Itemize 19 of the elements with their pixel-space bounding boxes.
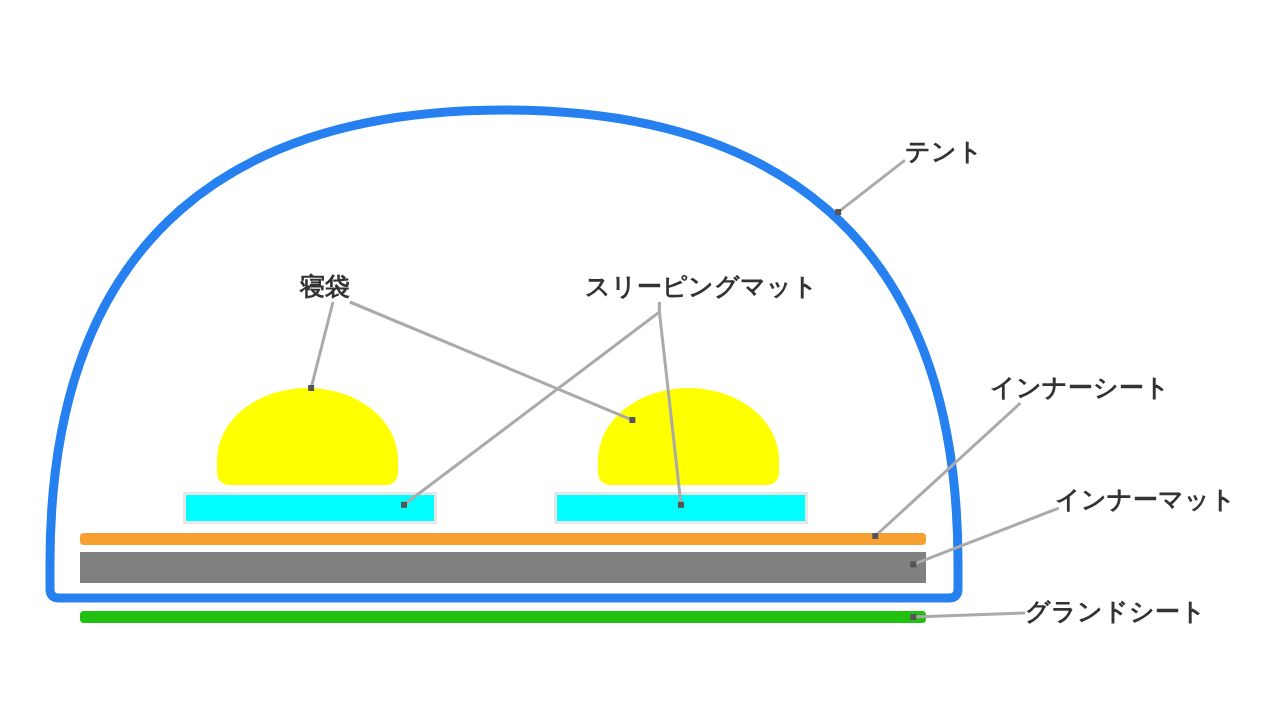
leader-line [308, 301, 335, 391]
leader-line [657, 302, 684, 508]
inner-sheet-bar [80, 533, 926, 545]
ground-sheet-bar [80, 611, 926, 623]
sleeping-mat-bar [554, 492, 808, 524]
inner-mat-bar [80, 552, 926, 583]
callout-label: インナーシート [990, 373, 1180, 403]
leader-line [910, 611, 1026, 620]
leader-line [872, 401, 1022, 539]
tent-outline [45, 105, 963, 603]
callout-label: グランドシート [1025, 597, 1215, 627]
callout-label: 寝袋 [300, 272, 360, 302]
callout-label: スリーピングマット [585, 272, 825, 302]
leader-line [349, 300, 636, 423]
callout-label: テント [905, 137, 1005, 167]
leader-line [910, 506, 1060, 568]
sleeping-mat-bar [183, 492, 437, 524]
callout-label: インナーマット [1055, 485, 1245, 515]
leader-line [835, 158, 906, 216]
